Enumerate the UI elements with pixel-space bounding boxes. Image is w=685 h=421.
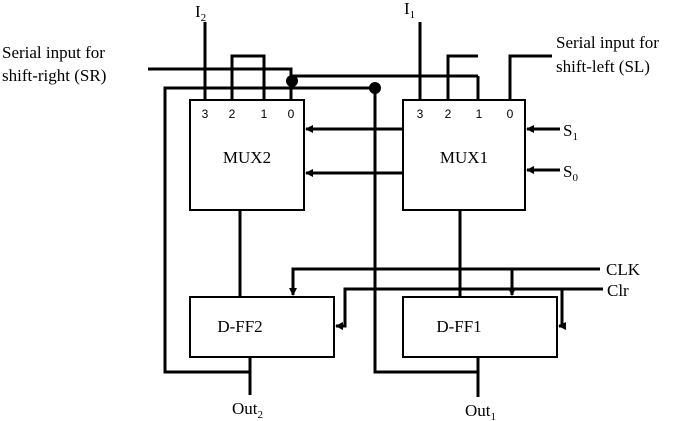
mux1-pin-3: 3 — [417, 107, 424, 121]
sr-label-line1: Serial input for — [2, 43, 105, 62]
wire-clr-dff1 — [558, 289, 566, 330]
dff1-block — [402, 296, 558, 358]
mux2-pin-2: 2 — [229, 107, 236, 121]
wire-mux1-pin2-top — [446, 54, 478, 100]
mux2-pin-0: 0 — [288, 107, 295, 121]
wire-clk — [289, 267, 600, 296]
mux2-block — [189, 99, 305, 211]
s1-label: S1 — [563, 121, 578, 143]
mux1-label: MUX1 — [440, 148, 488, 167]
wire-mux2-pin2-loop — [230, 54, 266, 100]
wire-sl — [508, 54, 552, 100]
sr-label-line2: shift-right (SR) — [2, 66, 106, 85]
mux1-pin-1: 1 — [476, 107, 483, 121]
wire-clr-dff2 — [335, 287, 603, 330]
mux2-pin-3: 3 — [202, 107, 209, 121]
junction-dot-1 — [369, 82, 381, 94]
s0-label: S0 — [563, 162, 578, 184]
junction-dot-2 — [286, 75, 298, 87]
sl-label-line2: shift-left (SL) — [556, 57, 650, 76]
i2-label: I2 — [195, 2, 206, 24]
clk-label: CLK — [606, 260, 641, 279]
sl-label-line1: Serial input for — [556, 33, 659, 52]
out2-label: Out2 — [232, 399, 263, 421]
wire-sr — [148, 67, 293, 100]
mux2-label: MUX2 — [223, 148, 271, 167]
i1-label: I1 — [404, 0, 415, 21]
mux1-pin-2: 2 — [445, 107, 452, 121]
mux1-block — [402, 99, 526, 211]
out1-label: Out1 — [465, 401, 496, 421]
wire-center-bus — [373, 88, 478, 374]
wire-left-loop — [163, 86, 375, 374]
dff2-label: D-FF2 — [217, 317, 262, 336]
clr-label: Clr — [607, 281, 629, 300]
dff1-label: D-FF1 — [436, 317, 481, 336]
dff2-block — [189, 296, 335, 358]
mux2-pin-1: 1 — [261, 107, 268, 121]
mux1-pin-0: 0 — [507, 107, 514, 121]
